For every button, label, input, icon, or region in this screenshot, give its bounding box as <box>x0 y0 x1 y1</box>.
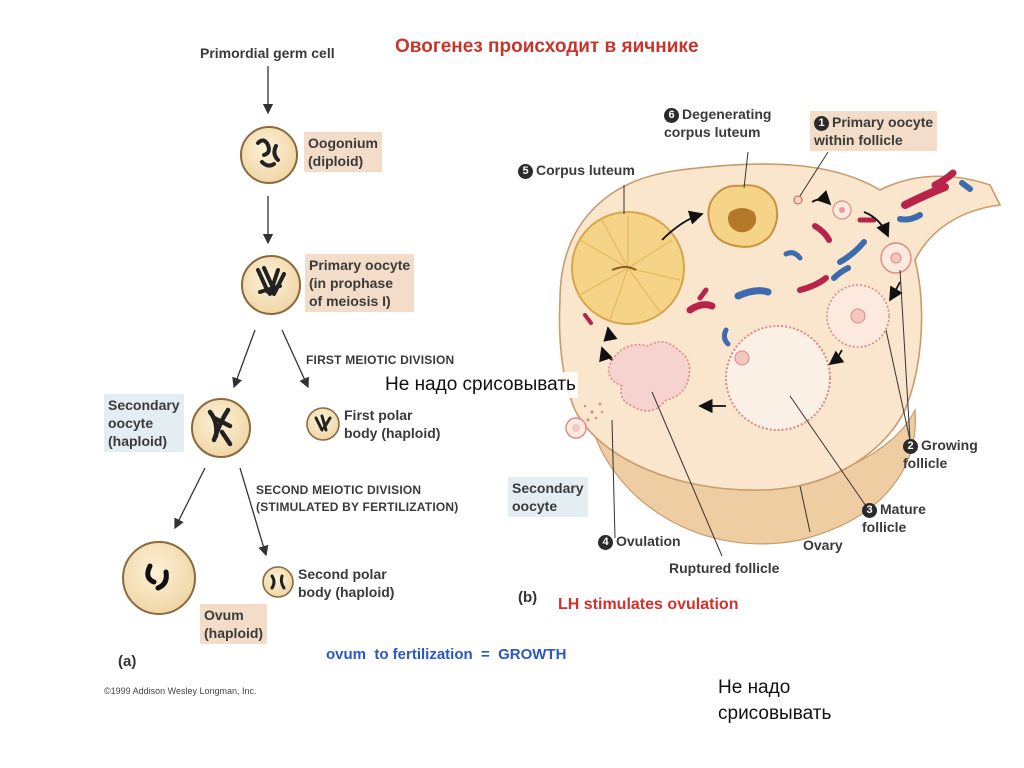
lh-caption: LH stimulates ovulation <box>558 596 739 613</box>
first-polar-body-label: First polar body (haploid) <box>344 407 441 441</box>
ovary-illustration <box>558 151 1002 557</box>
copyright-text: ©1999 Addison Wesley Longman, Inc. <box>104 686 257 696</box>
primordial-germ-cell-label: Primordial germ cell <box>200 45 335 61</box>
ovum-cell <box>122 541 196 615</box>
oogonium-label: Oogonium (diploid) <box>304 132 382 172</box>
first-polar-body-cell <box>306 407 340 441</box>
step-3-badge: 3 <box>862 503 877 518</box>
do-not-copy-note-center: Не надо срисовывать <box>383 372 578 398</box>
step-2-badge: 2 <box>903 439 918 454</box>
degenerating-corpus-luteum-text: Degenerating corpus luteum <box>664 106 772 140</box>
corpus-luteum-text: Corpus luteum <box>536 162 635 178</box>
second-polar-body-label: Second polar body (haploid) <box>298 566 395 600</box>
lineage-arrows <box>174 66 309 557</box>
step-4-badge: 4 <box>598 535 613 550</box>
step-1-badge: 1 <box>814 116 829 131</box>
primary-oocyte-label: Primary oocyte (in prophase of meiosis I… <box>305 254 415 312</box>
oogonium-cell <box>240 126 298 184</box>
secondary-oocyte-released-label: Secondary oocyte <box>508 477 588 517</box>
first-meiotic-division-label: FIRST MEIOTIC DIVISION <box>306 353 455 367</box>
step-5-badge: 5 <box>518 164 533 179</box>
step-6-badge: 6 <box>664 108 679 123</box>
growing-follicle-text: Growing follicle <box>903 437 978 471</box>
mature-follicle-text: Mature follicle <box>862 501 926 535</box>
second-meiotic-division-label: SECOND MEIOTIC DIVISION (STIMULATED BY F… <box>256 483 459 514</box>
secondary-oocyte-cell <box>191 398 251 458</box>
ovum-label: Ovum (haploid) <box>200 604 268 644</box>
panel-a-label: (a) <box>118 653 137 670</box>
secondary-oocyte-label: Secondary oocyte (haploid) <box>104 394 184 452</box>
second-polar-body-cell <box>262 566 294 598</box>
panel-b-label: (b) <box>518 589 538 606</box>
do-not-copy-note-bottom: Не надо срисовывать <box>718 677 832 724</box>
ovulation-text: Ovulation <box>616 533 681 549</box>
primary-oocyte-cell <box>241 255 301 315</box>
growth-caption: ovum to fertilization = GROWTH <box>326 646 567 663</box>
primary-oocyte-within-follicle-text: Primary oocyte within follicle <box>814 114 934 148</box>
page-title: Овогенез происходит в яичнике <box>395 36 699 57</box>
ovary-label: Ovary <box>803 537 843 553</box>
ruptured-follicle-label: Ruptured follicle <box>669 560 780 576</box>
